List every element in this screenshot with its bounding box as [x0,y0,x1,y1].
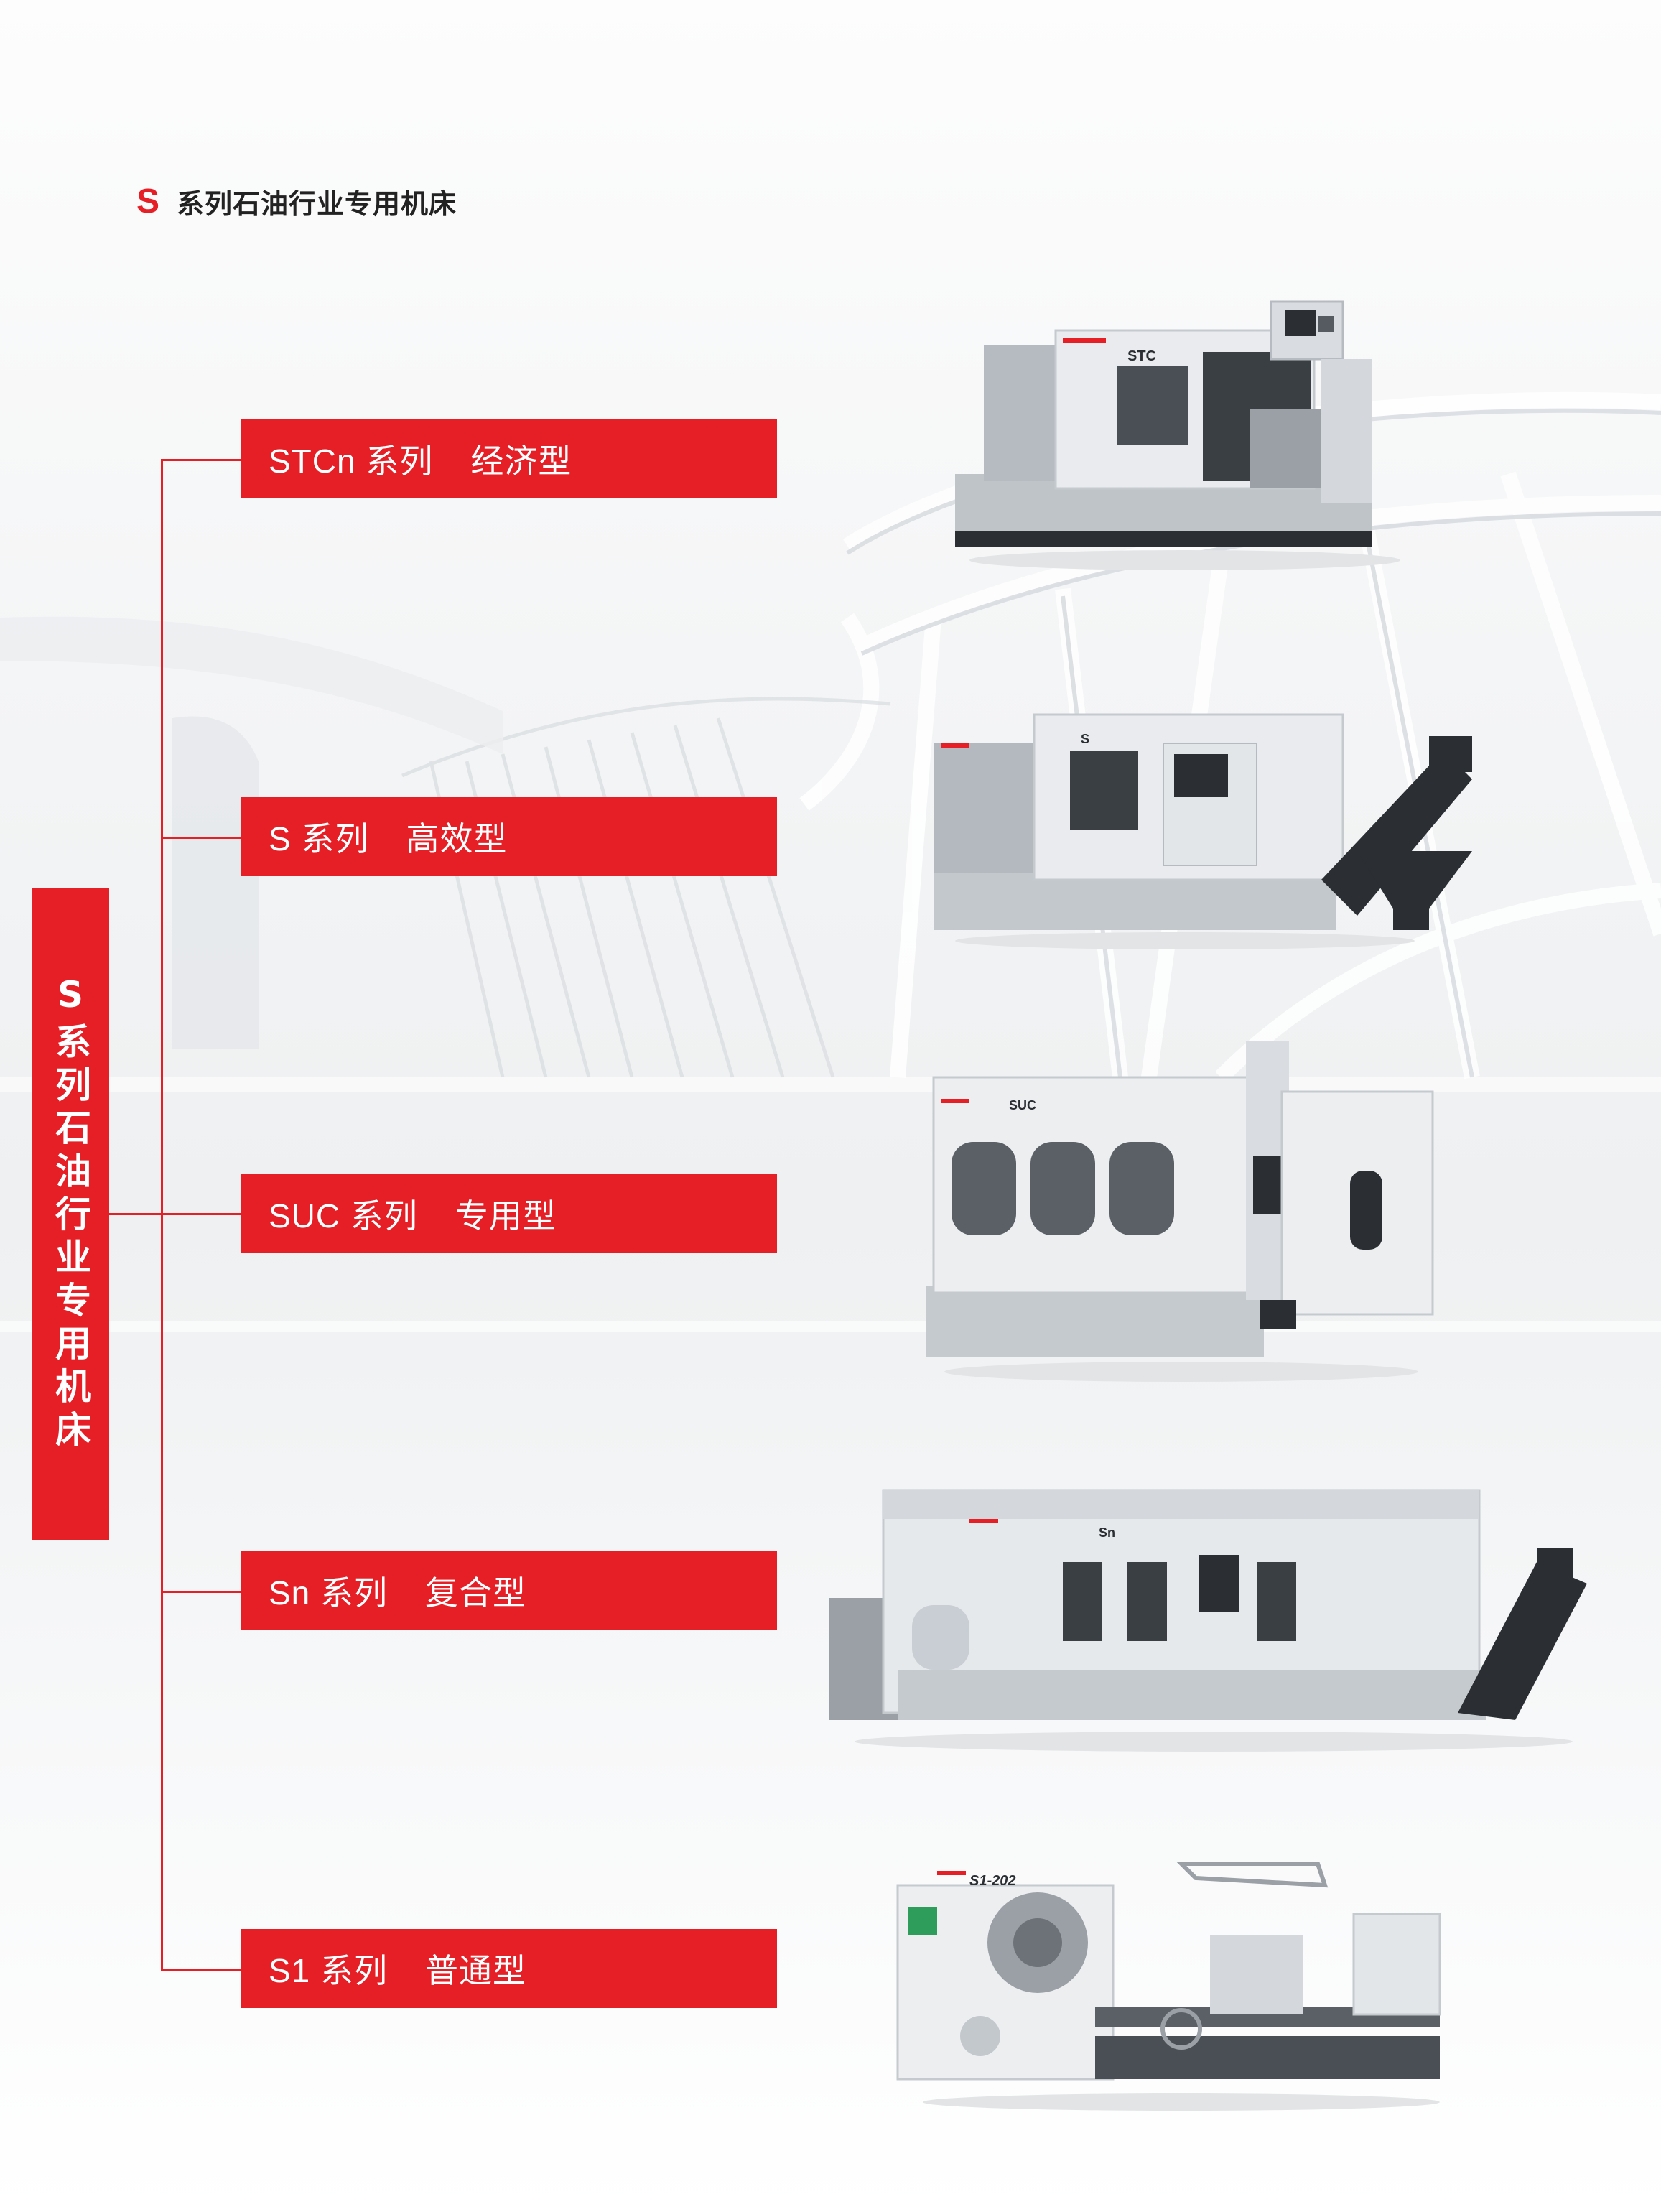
series-bar-sn: Sn 系列 复合型 [241,1551,777,1630]
tree-branch-1 [161,459,241,461]
series-bar-stcn: STCn 系列 经济型 [241,419,777,498]
machine-label: S [1081,732,1089,746]
tree-branch-4 [161,1591,241,1593]
series-name: STCn 系列 [269,442,434,480]
series-type: 高效型 [406,819,508,858]
s-lathe-image: S [934,713,1472,949]
stcn-lathe-image: STC [955,300,1400,570]
category-vertical-label: S系列石油行业专用机床 [50,974,91,1454]
series-name: S1 系列 [269,1952,389,1989]
series-type: 普通型 [425,1951,527,1990]
heading-text: 系列石油行业专用机床 [177,187,457,220]
tree-branch-3 [161,1213,241,1215]
series-bar-suc: SUC 系列 专用型 [241,1174,777,1253]
series-type: 经济型 [470,442,572,480]
machine-label: Sn [1099,1525,1115,1540]
tree-root-connector [109,1213,162,1215]
series-type: 复合型 [425,1574,527,1612]
series-bar-s: S 系列 高效型 [241,797,777,876]
s1-lathe-image: S1-202 [896,1862,1441,2111]
machine-label: S1-202 [969,1873,1016,1889]
series-name: SUC 系列 [269,1197,418,1235]
sn-lathe-image: Sn [829,1489,1587,1752]
suc-machine-image: SUC [926,1041,1434,1382]
heading-mark: S [136,182,160,220]
series-bar-s1: S1 系列 普通型 [241,1929,777,2008]
tree-branch-5 [161,1969,241,1971]
category-vertical-tag: S系列石油行业专用机床 [32,888,109,1540]
tree-branch-2 [161,837,241,839]
page-heading: S 系列石油行业专用机床 [136,180,457,223]
series-type: 专用型 [455,1196,557,1235]
machine-label: SUC [1009,1098,1036,1112]
series-name: S 系列 [269,820,369,858]
series-name: Sn 系列 [269,1574,389,1612]
machine-label: STC [1127,348,1156,364]
